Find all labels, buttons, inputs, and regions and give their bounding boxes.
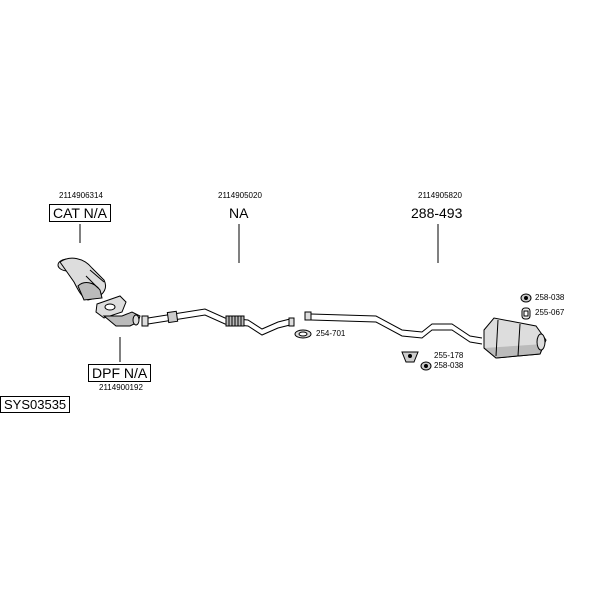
dpf-part-number: 2114900192 — [99, 383, 143, 392]
cat-label: CAT N/A — [49, 204, 111, 222]
mid-pipe-part-number: 2114905020 — [218, 191, 262, 200]
intermediate-pipe — [141, 308, 295, 336]
hanger-icon — [521, 307, 531, 320]
clamp-part-number: 254-701 — [316, 329, 346, 338]
mount-bottom-1-part-number: 255-178 — [434, 351, 464, 360]
rubber-mount-icon — [420, 361, 432, 371]
rear-silencer-part-number: 2114905820 — [418, 191, 462, 200]
system-code: SYS03535 — [0, 396, 71, 413]
dpf-label: DPF N/A — [88, 364, 152, 382]
mount-top-1-part-number: 258-038 — [535, 293, 565, 302]
mount-top-2-part-number: 255-067 — [535, 308, 565, 317]
rear-silencer-label: 288-493 — [411, 205, 463, 221]
diesel-particulate-filter — [95, 295, 141, 327]
mount-bottom-2-part-number: 258-038 — [434, 361, 464, 370]
flex-joint — [225, 315, 245, 327]
rear-silencer — [483, 317, 547, 359]
catalytic-converter — [57, 257, 107, 301]
rubber-mount-icon — [520, 293, 532, 303]
mid-pipe-label: NA — [229, 205, 249, 221]
clamp-icon — [294, 329, 312, 339]
cat-part-number: 2114906314 — [59, 191, 103, 200]
rear-pipe — [304, 311, 483, 345]
rubber-mount-icon — [401, 351, 419, 363]
